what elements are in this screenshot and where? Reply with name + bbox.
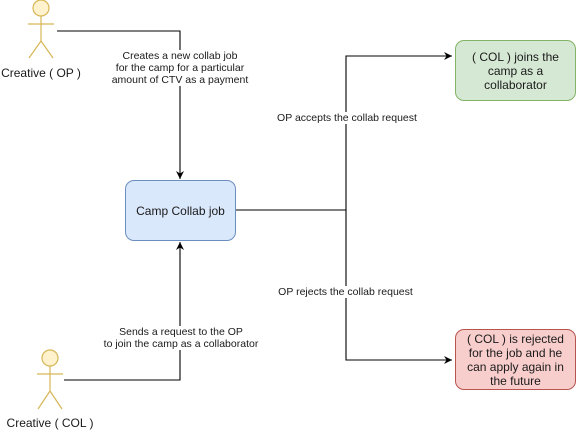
edge-rejects xyxy=(345,210,452,364)
node-col-joins[interactable]: ( COL ) joins the camp as a collaborator xyxy=(455,40,576,101)
node-col-rejected[interactable]: ( COL ) is rejected for the job and he c… xyxy=(455,329,576,390)
edge-label-create-job: Creates a new collab job for the camp fo… xyxy=(106,50,254,86)
edge-label-rejects: OP rejects the collab request xyxy=(272,286,419,298)
edge-label-accepts: OP accepts the collab request xyxy=(271,112,423,124)
edge-send-request xyxy=(64,242,184,381)
edge-label-send-request: Sends a request to the OP to join the ca… xyxy=(97,326,265,350)
actor-op-icon xyxy=(28,0,54,59)
node-camp-collab-job[interactable]: Camp Collab job xyxy=(125,180,236,241)
edge-create-job xyxy=(57,30,184,179)
actor-col-label: Creative ( COL ) xyxy=(6,416,94,430)
actor-op-label: Creative ( OP ) xyxy=(1,66,81,80)
edge-accepts xyxy=(236,52,452,211)
actor-col-icon xyxy=(37,349,63,410)
